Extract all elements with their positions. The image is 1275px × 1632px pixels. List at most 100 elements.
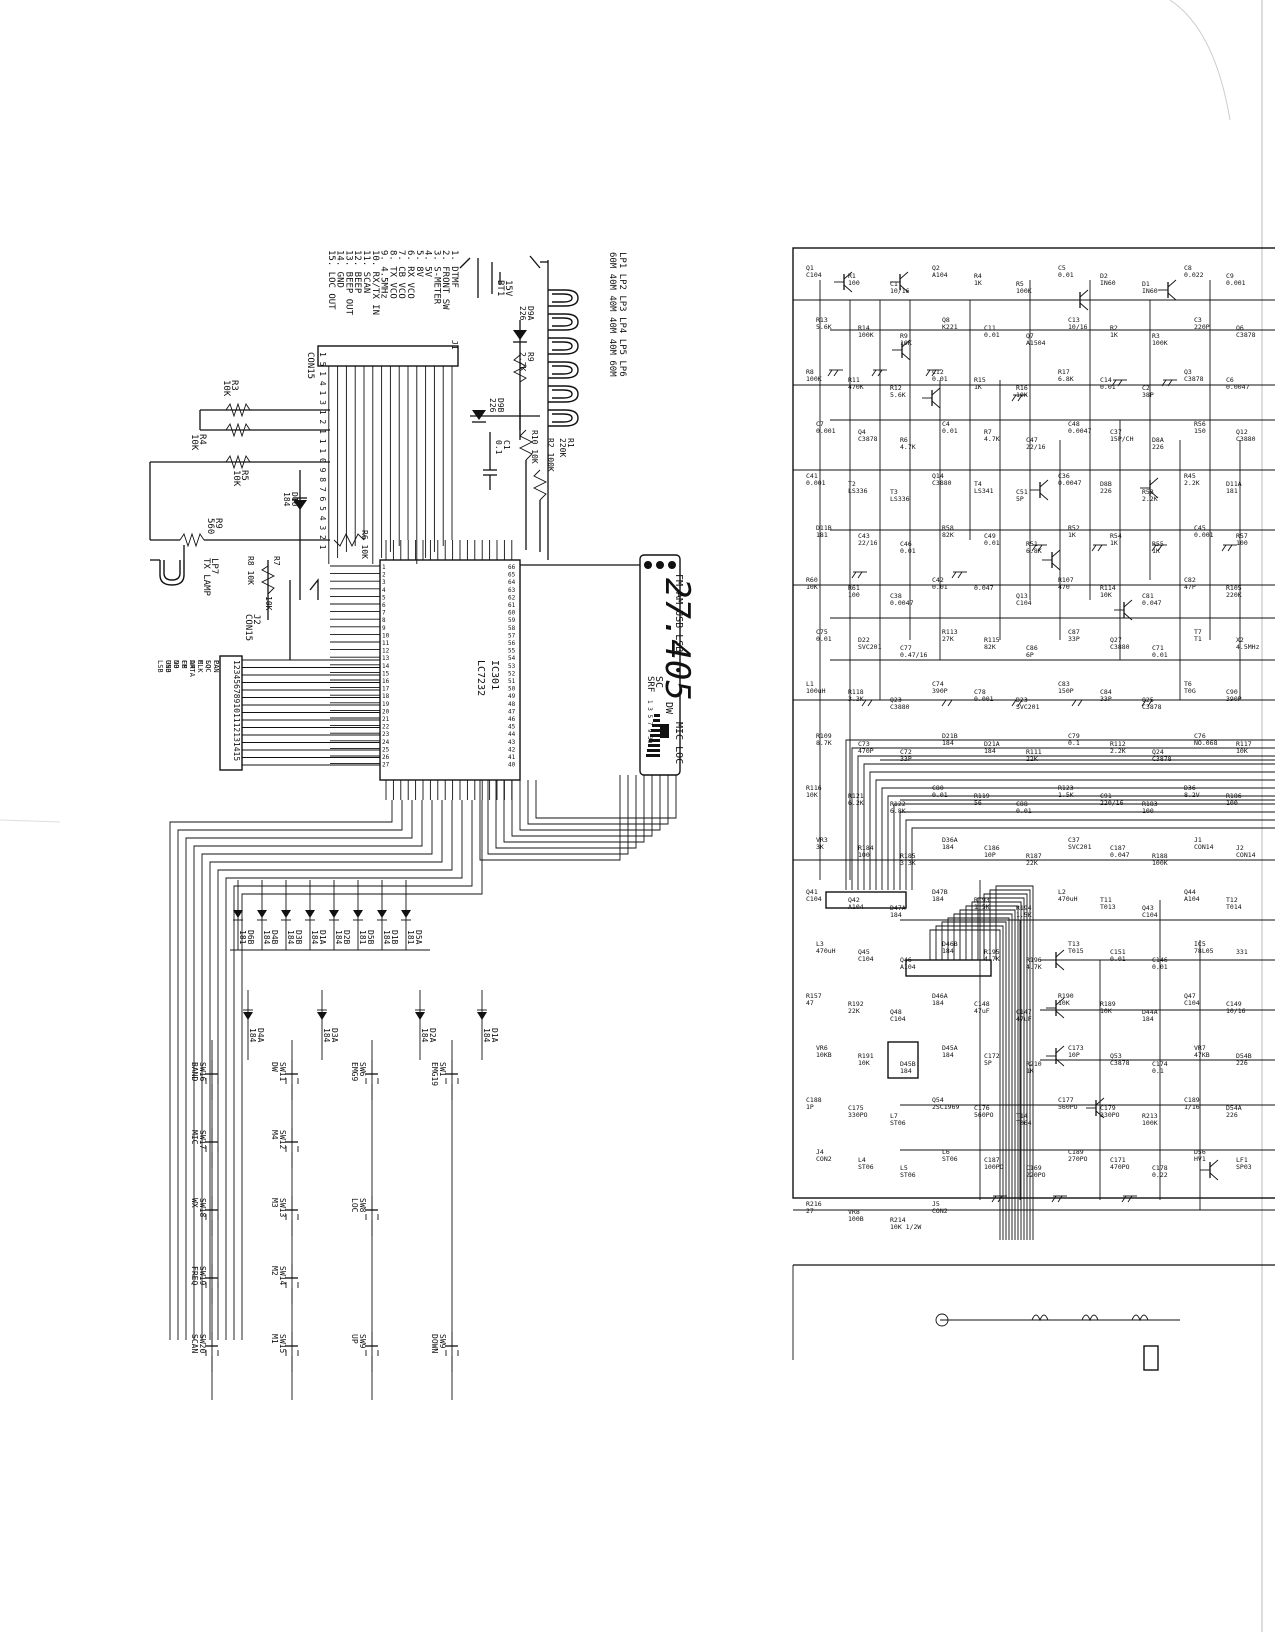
lcd-sc: SC bbox=[653, 676, 664, 688]
rf-component-value: 33P bbox=[1068, 635, 1080, 643]
rf-component-value: 0.0047 bbox=[1226, 383, 1250, 391]
lcd-bar-6 bbox=[649, 739, 660, 742]
rf-component-value: 10K bbox=[1100, 591, 1112, 599]
lcd-frequency: 27.405 bbox=[657, 578, 697, 701]
ic-pin-right-44: 44 bbox=[508, 731, 516, 738]
svg-text:184: 184 bbox=[282, 492, 291, 507]
ground-symbol-18 bbox=[1051, 1195, 1067, 1203]
rf-component-ref: C73 bbox=[858, 740, 870, 748]
rf-component-value: 38P bbox=[1142, 391, 1154, 399]
lcd-wire-7 bbox=[535, 775, 677, 819]
rf-component-ref: D1 bbox=[1142, 280, 1150, 288]
rf-component-value: 0.047 bbox=[1142, 599, 1162, 607]
ground-symbol-2 bbox=[925, 369, 941, 377]
j2-pin-15: GND bbox=[164, 660, 172, 673]
rf-component-value: C104 bbox=[890, 1015, 906, 1023]
switch-name: DOWN bbox=[430, 1334, 439, 1353]
lcd-wire-1 bbox=[487, 775, 629, 855]
rf-component-value: 0.01 bbox=[984, 331, 1000, 339]
rf-component-ref: R210 bbox=[1026, 1060, 1042, 1068]
rf-bus2-6 bbox=[965, 905, 1019, 1240]
rf-component-ref: LF1 bbox=[1236, 1156, 1248, 1164]
rf-component-ref: R54 bbox=[1110, 532, 1122, 540]
rf-bus-5 bbox=[875, 779, 1275, 890]
rf-component-ref: C49 bbox=[984, 532, 996, 540]
svg-text:10K: 10K bbox=[189, 434, 199, 451]
rf-component-ref: R12 bbox=[890, 384, 902, 392]
rf-component-ref: Q45 bbox=[858, 948, 870, 956]
rf-component-value: 10K bbox=[1016, 391, 1028, 399]
ground-symbol-1 bbox=[871, 369, 887, 377]
rf-component-ref: D45A bbox=[942, 1044, 958, 1052]
ground-tick-b bbox=[997, 1195, 1003, 1203]
j2-pin-5: FM bbox=[180, 660, 188, 668]
ground-symbol-11 bbox=[1221, 544, 1237, 552]
ic-pin-left-5: 5 bbox=[382, 594, 386, 601]
ic-pin-left-16: 16 bbox=[382, 678, 390, 685]
ic-pin-left-11: 11 bbox=[382, 640, 390, 647]
ic-pin-left-13: 13 bbox=[382, 655, 390, 662]
diode-d10: D10 184 bbox=[282, 470, 307, 600]
rf-component-ref: IC5 bbox=[1194, 940, 1206, 948]
rf-component-value: 220/16 bbox=[1100, 799, 1124, 807]
rf-component-87: X24.5MHz bbox=[1236, 636, 1260, 651]
rf-component-value: 184 bbox=[932, 999, 944, 1007]
rf-component-ref: R16 bbox=[1016, 384, 1028, 392]
rf-component-ref: C8 bbox=[1184, 264, 1192, 272]
rf-component-ref: C87 bbox=[1068, 628, 1080, 636]
transistor-emitter bbox=[1039, 492, 1049, 501]
rf-component-value: 8.7K bbox=[816, 739, 832, 747]
rf-component-value: A104 bbox=[932, 271, 948, 279]
svg-text:R5: R5 bbox=[239, 470, 249, 481]
switch-ref: SW9 bbox=[358, 1334, 367, 1349]
rf-component-value: 470uH bbox=[816, 947, 836, 955]
rf-component-value: 27 bbox=[806, 1207, 814, 1215]
rf-component-value: LS336 bbox=[848, 487, 868, 495]
rf-component-value: 0.01 bbox=[984, 539, 1000, 547]
rf-component-ref: Q14 bbox=[932, 472, 944, 480]
rf-component-value: 1.5K bbox=[1016, 911, 1032, 919]
rf-bus-3 bbox=[863, 763, 1275, 890]
rf-component-ref: D46B bbox=[942, 940, 958, 948]
j2-pin-11: CLK bbox=[196, 660, 204, 673]
matrix-row-wire-2 bbox=[185, 800, 413, 1340]
j1-pin-15: 15. LOC OUT bbox=[326, 250, 336, 310]
diode2-value: 184 bbox=[248, 1028, 257, 1043]
rf-coil-1 bbox=[1081, 1314, 1099, 1322]
rf-component-value: 100B bbox=[848, 1215, 864, 1223]
ic-pin-left-24: 24 bbox=[382, 739, 390, 746]
rf-component-value: 390P bbox=[1226, 695, 1242, 703]
